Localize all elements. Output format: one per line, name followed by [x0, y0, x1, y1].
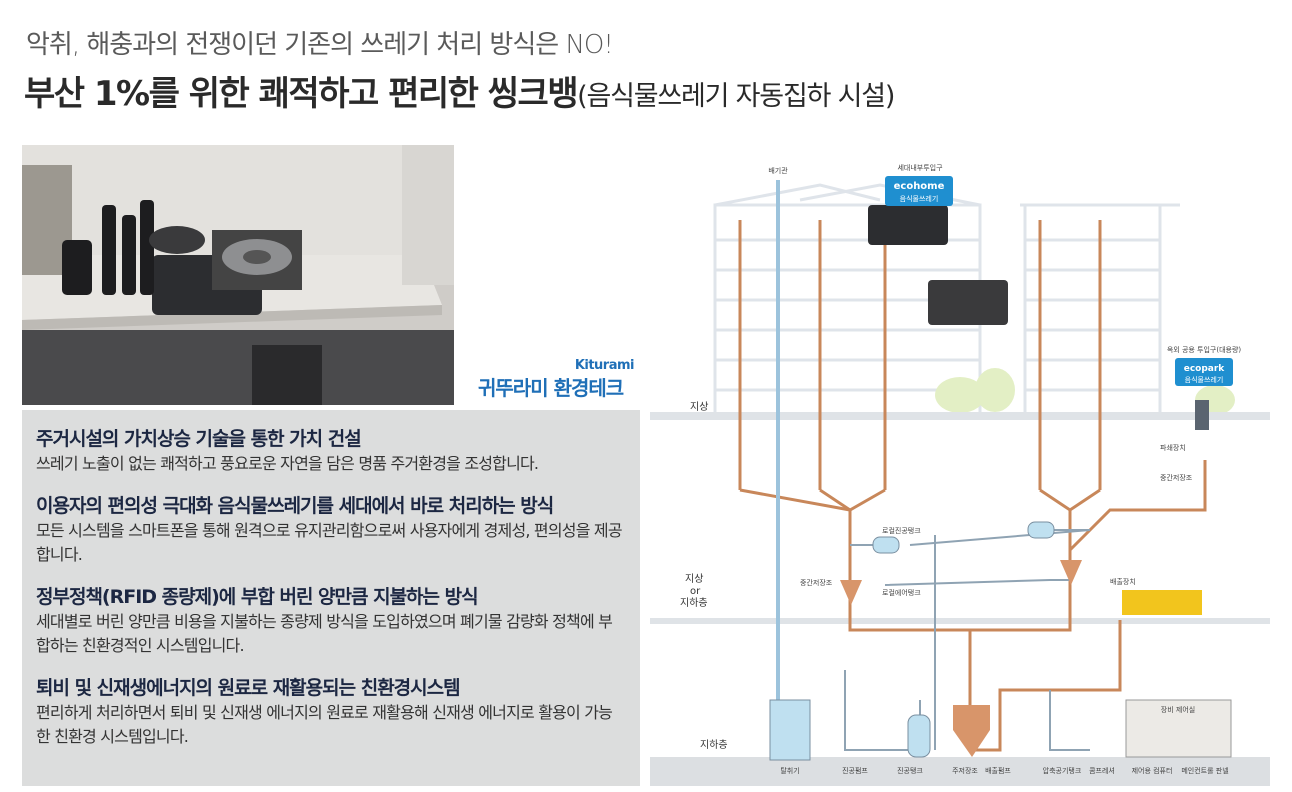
- feature-item: 이용자의 편의성 극대화 음식물쓰레기를 세대에서 바로 처리하는 방식 모든 …: [36, 493, 626, 567]
- page-title: 부산 1%를 위한 쾌적하고 편리한 씽크뱅(음식물쓰레기 자동집하 시설): [24, 66, 895, 115]
- feature-desc: 세대별로 버린 양만큼 비용을 지불하는 종량제 방식을 도입하였으며 폐기물 …: [36, 612, 613, 655]
- label-vent: 배기관: [768, 166, 788, 175]
- label-mid-tank-left: 중간저장조: [800, 578, 833, 587]
- kiturami-logo: Kiturami 귀뚜라미 환경테크: [478, 358, 638, 400]
- equipment-label: 압축공기탱크: [1043, 766, 1082, 775]
- ecohome-brand: ecohome: [894, 181, 945, 192]
- level-mid-2: or: [690, 586, 701, 597]
- equipment-label: 진공펌프: [842, 766, 868, 775]
- level-mid-3: 지하층: [680, 596, 708, 609]
- equipment-label: 콤프레셔: [1089, 766, 1115, 775]
- title-sub: (음식물쓰레기 자동집하 시설): [577, 81, 895, 112]
- label-outdoor-inlet: 옥외 공용 투입구(대용량): [1167, 345, 1242, 354]
- equipment-label: 탈취기: [780, 766, 799, 775]
- kitchen-product-photo: [22, 145, 454, 405]
- equipment-label: 제어용 컴퓨터: [1132, 766, 1173, 775]
- label-indoor-inlet: 세대내부투입구: [897, 163, 943, 172]
- feature-title: 정부정책(RFID 종량제)에 부합 버린 양만큼 지불하는 방식: [36, 586, 479, 608]
- feature-desc: 모든 시스템을 스마트폰을 통해 원격으로 유지관리함으로써 사용자에게 경제성…: [36, 521, 623, 564]
- ecopark-brand: ecopark: [1184, 364, 1226, 374]
- feature-title: 이용자의 편의성 극대화 음식물쓰레기를 세대에서 바로 처리하는 방식: [36, 495, 554, 517]
- label-discharge-device: 배출장치: [1110, 577, 1136, 586]
- basement-band: [650, 757, 1270, 786]
- features-panel: 주거시설의 가치상승 기술을 통한 가치 건설 쓰레기 노출이 없는 쾌적하고 …: [22, 410, 640, 786]
- label-mid-tank: 중간저장조: [1160, 473, 1193, 482]
- logo-kr: 귀뚜라미 환경테크: [478, 376, 624, 400]
- label-local-vacuum-tank: 로컬진공탱크: [882, 526, 921, 535]
- logo-en: Kiturami: [574, 358, 635, 373]
- feature-title: 주거시설의 가치상승 기술을 통한 가치 건설: [36, 428, 362, 450]
- equipment-label: 메인컨트롤 판넬: [1181, 766, 1228, 775]
- mid-band: [650, 618, 1270, 624]
- level-mid-1: 지상: [685, 573, 703, 585]
- level-labels: 지상 지상 or 지하층 지하층: [680, 401, 728, 751]
- trees: [935, 368, 1235, 415]
- ecopark-sub: 음식물쓰레기: [1185, 375, 1224, 384]
- feature-item: 주거시설의 가치상승 기술을 통한 가치 건설 쓰레기 노출이 없는 쾌적하고 …: [36, 426, 626, 476]
- ecohome-sub: 음식물쓰레기: [900, 194, 939, 203]
- ecohome-badge: ecohome 음식물쓰레기: [885, 176, 953, 206]
- feature-desc: 편리하게 처리하면서 퇴비 및 신재생 에너지의 원료로 재활용해 신재생 에너…: [36, 703, 613, 746]
- feature-item: 정부정책(RFID 종량제)에 부합 버린 양만큼 지불하는 방식 세대별로 버…: [36, 584, 626, 658]
- food-waste-pipes: [738, 220, 1207, 752]
- title-main: 부산 1%를 위한 쾌적하고 편리한 씽크뱅: [24, 74, 579, 114]
- subtitle: 악취, 해충과의 전쟁이던 기존의 쓰레기 처리 방식은 NO!: [26, 30, 614, 60]
- equipment-label: 주저장조: [952, 766, 978, 775]
- air-pipes: [844, 529, 1091, 751]
- level-basement: 지하층: [700, 738, 728, 751]
- label-control-room: 장비 제어실: [1161, 705, 1195, 714]
- tanks: [769, 205, 1232, 761]
- feature-title: 퇴비 및 신재생에너지의 원료로 재활용되는 친환경시스템: [36, 677, 461, 699]
- ecopark-badge: ecopark 음식물쓰레기: [1175, 358, 1233, 386]
- ground-band: [650, 412, 1270, 420]
- feature-desc: 쓰레기 노출이 없는 쾌적하고 풍요로운 자연을 담은 명품 주거환경을 조성합…: [36, 454, 539, 473]
- diagram-labels: 배기관 세대내부투입구 옥외 공용 투입구(대용량) 파쇄장치 중간저장조 로컬…: [768, 163, 1241, 714]
- equipment-labels: 탈취기 진공펌프 진공탱크 주저장조 배출펌프 압축공기탱크 콤프레셔 제어용 …: [780, 766, 1228, 775]
- level-ground: 지상: [690, 401, 708, 413]
- feature-item: 퇴비 및 신재생에너지의 원료로 재활용되는 친환경시스템 편리하게 처리하면서…: [36, 675, 626, 749]
- equipment-label: 진공탱크: [897, 766, 923, 775]
- label-crusher: 파쇄장치: [1160, 443, 1186, 452]
- label-local-air-tank: 로컬에어탱크: [882, 588, 921, 597]
- equipment-label: 배출펌프: [985, 766, 1011, 775]
- system-diagram: ecohome 음식물쓰레기 ecopark 음식물쓰레기 배기관 세대내부투입…: [650, 160, 1270, 786]
